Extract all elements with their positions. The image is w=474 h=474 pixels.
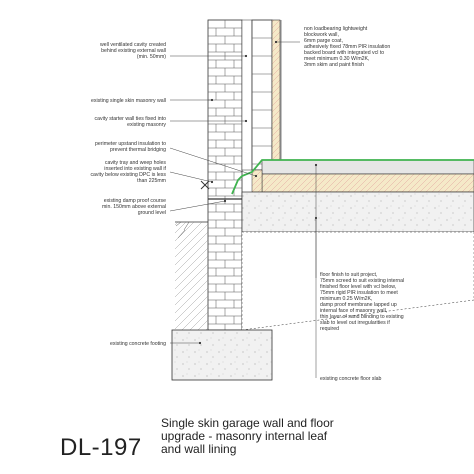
- note-upstand-line: prevent thermal bridging: [110, 147, 166, 153]
- note-floor-finish-line: finished floor level with vcl below,: [320, 284, 396, 290]
- note-cavity-tray-line: cavity tray and weep holes: [105, 160, 167, 166]
- sub-base-ground: [241, 231, 474, 331]
- drawing-title-line: Single skin garage wall and floor: [161, 416, 334, 430]
- damp-proof-membrane: [231, 159, 474, 195]
- note-dpc-line: existing damp proof course: [104, 198, 166, 204]
- note-floor-finish-line: slab to level out irregularities if: [320, 320, 390, 326]
- leader-lines: [169, 40, 318, 378]
- note-cavity-tray-line: cavity below existing DPC is less: [90, 172, 166, 178]
- note-floor-finish-line: required: [320, 326, 339, 332]
- note-upstand-line: perimeter upstand insulation to: [95, 141, 166, 147]
- note-floor-finish-line: 75mm screed to suit existing internal: [320, 278, 404, 284]
- note-wall-ties-line: cavity starter wall ties fixed into: [95, 116, 167, 122]
- drawing-code: DL-197: [60, 434, 142, 461]
- note-floor-finish-line: thin layer of sand blinding to existing: [320, 314, 404, 320]
- note-lining-line: blockwork wall,: [304, 32, 339, 38]
- note-lining-line: 3mm skim and paint finish: [304, 62, 364, 68]
- floor-insulation: [261, 173, 474, 193]
- note-cavity-tray-line: inserted into existing wall if: [104, 166, 166, 172]
- note-floor-finish-line: minimum 0.25 W/m2K,: [320, 296, 372, 302]
- note-lining-line: adhesively fixed 78mm PIR insulation: [304, 44, 390, 50]
- note-footing-line: existing concrete footing: [110, 341, 166, 347]
- note-cavity-line: behind existing external wall: [101, 48, 166, 54]
- inner-blockwork-leaf: [251, 19, 273, 171]
- note-slab: existing concrete floor slab: [320, 376, 382, 382]
- note-floor-finish-line: floor finish to suit project,: [320, 272, 377, 278]
- note-lining-line: non loadbearing lightweight: [304, 26, 368, 32]
- upstand-insulation: [251, 169, 263, 193]
- note-lining-line: meet minimum 0.30 W/m2K,: [304, 56, 369, 62]
- note-lining-line: 6mm parge coat,: [304, 38, 343, 44]
- note-cavity-line: well ventilated cavity created: [100, 42, 166, 48]
- masonry-wall: [207, 19, 243, 331]
- note-floor-finish: floor finish to suit project,75mm screed…: [320, 272, 404, 332]
- note-wall-ties-line: existing masonry: [127, 122, 166, 128]
- drawing-title-line: and wall lining: [161, 442, 236, 456]
- cavity: [241, 19, 253, 171]
- note-cavity-line: (min. 50mm): [137, 54, 166, 60]
- note-masonry-wall: existing single skin masonry wall: [91, 98, 166, 104]
- weep-hole-icon: [200, 180, 210, 190]
- note-masonry-wall-line: existing single skin masonry wall: [91, 98, 166, 104]
- floor-screed: [261, 159, 474, 175]
- note-floor-finish-line: damp proof membrane lapped up: [320, 302, 397, 308]
- drawing-title-line: upgrade - masonry internal leaf: [161, 429, 328, 443]
- note-dpc-line: ground level: [138, 210, 166, 216]
- note-lining-line: backed board with integrated vcl to: [304, 50, 384, 56]
- concrete-footing: [171, 329, 273, 381]
- note-floor-finish-line: internal face of masonry wall,: [320, 308, 387, 314]
- note-cavity-tray-line: than 225mm: [137, 178, 166, 184]
- external-ground: [175, 221, 208, 332]
- note-floor-finish-line: 75mm rigid PIR insulation to meet: [320, 290, 398, 296]
- concrete-floor-slab: [241, 191, 474, 233]
- note-slab-line: existing concrete floor slab: [320, 376, 382, 382]
- note-footing: existing concrete footing: [110, 341, 166, 347]
- note-dpc-line: min. 150mm above external: [102, 204, 166, 210]
